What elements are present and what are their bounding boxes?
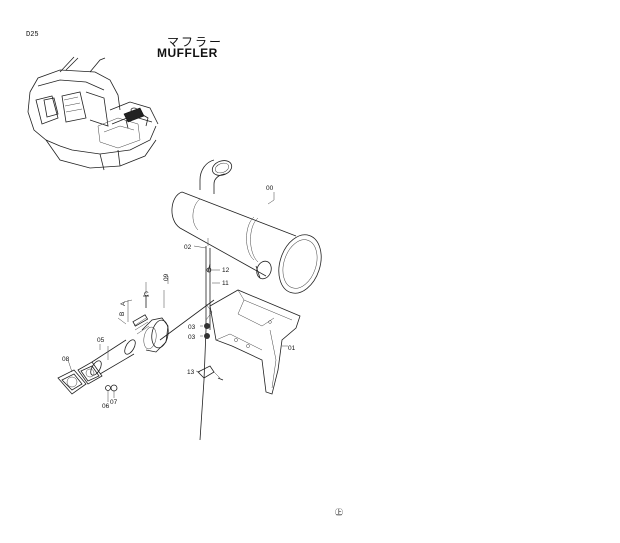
part-label-01: 01 <box>288 345 296 352</box>
machine-thumbnail <box>27 56 159 171</box>
part-labels: 00 01 02 03 03 05 06 07 08 09 11 12 13 <box>62 185 296 410</box>
part-label-12: 12 <box>222 267 230 274</box>
part-label-11: 11 <box>222 280 229 287</box>
view-markers: A B C <box>119 291 149 316</box>
mounting-bracket <box>209 289 301 395</box>
part-label-03-upper: 03 <box>188 324 196 331</box>
exhaust-pipe <box>90 339 136 376</box>
clamp-assembly <box>117 282 215 353</box>
part-label-05: 05 <box>97 337 105 344</box>
part-label-03-lower: 03 <box>188 334 196 341</box>
page-code: D25 <box>26 31 39 39</box>
part-label-13: 13 <box>187 369 195 376</box>
flange-gaskets <box>57 359 118 398</box>
page-title: MUFFLER <box>157 46 218 60</box>
support-rod <box>197 238 224 441</box>
part-label-08: 08 <box>62 356 70 363</box>
marker-c: C <box>144 291 149 298</box>
leader-lines <box>99 192 288 402</box>
title-japanese: マフラー <box>167 35 224 49</box>
part-label-06: 06 <box>102 403 110 410</box>
marker-a: A <box>120 301 127 306</box>
part-label-02: 02 <box>184 244 192 251</box>
part-label-09: 09 <box>163 273 170 281</box>
marker-b: B <box>119 312 126 316</box>
muffler-body <box>171 159 322 294</box>
page-mark: ㊤ <box>335 508 343 517</box>
part-label-00: 00 <box>266 185 274 192</box>
part-label-07: 07 <box>110 399 118 406</box>
